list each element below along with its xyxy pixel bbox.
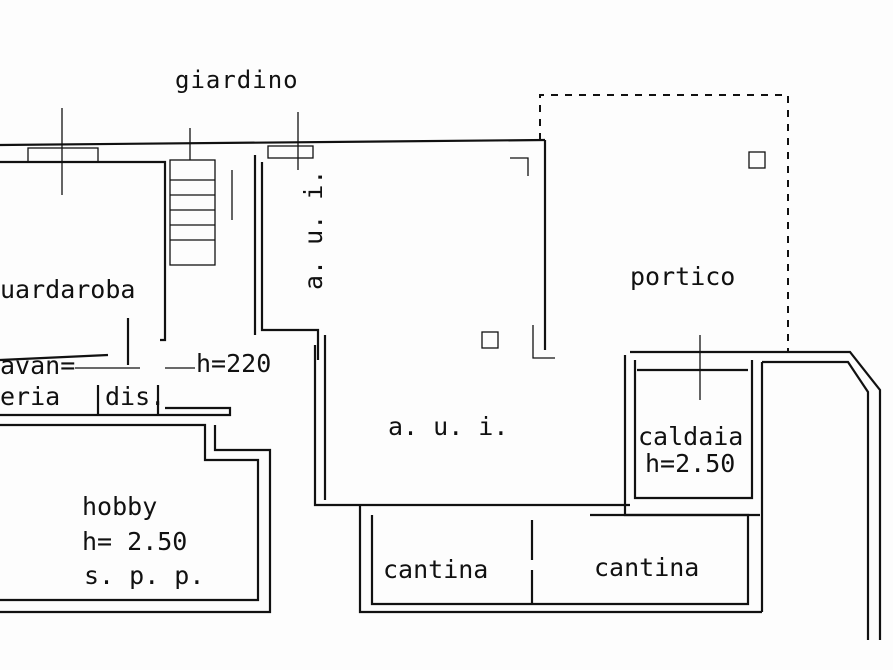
staircase — [169, 128, 233, 266]
label-laundry-2: eria — [0, 382, 60, 411]
label-porch: portico — [630, 262, 735, 291]
label-aui-main: a. u. i. — [388, 412, 508, 441]
label-wardrobe: uardaroba — [0, 275, 135, 304]
windows — [27, 108, 701, 400]
label-aui-vertical: a. u. i. — [299, 170, 328, 290]
label-hobby: hobby — [82, 492, 157, 521]
label-boiler: caldaia — [638, 422, 743, 451]
label-hobby-note: s. p. p. — [84, 561, 204, 590]
label-laundry-1: avan= — [0, 351, 75, 380]
label-height-hall: h=220 — [196, 349, 271, 378]
label-closet: dis. — [105, 382, 165, 411]
column-markers — [481, 151, 766, 359]
label-garden: giardino — [175, 66, 299, 94]
label-hobby-height: h= 2.50 — [82, 527, 187, 556]
label-cellar-1: cantina — [383, 555, 488, 584]
walls — [0, 138, 882, 640]
label-cellar-2: cantina — [594, 553, 699, 582]
porch-outline — [539, 94, 789, 352]
label-boiler-height: h=2.50 — [645, 449, 735, 478]
